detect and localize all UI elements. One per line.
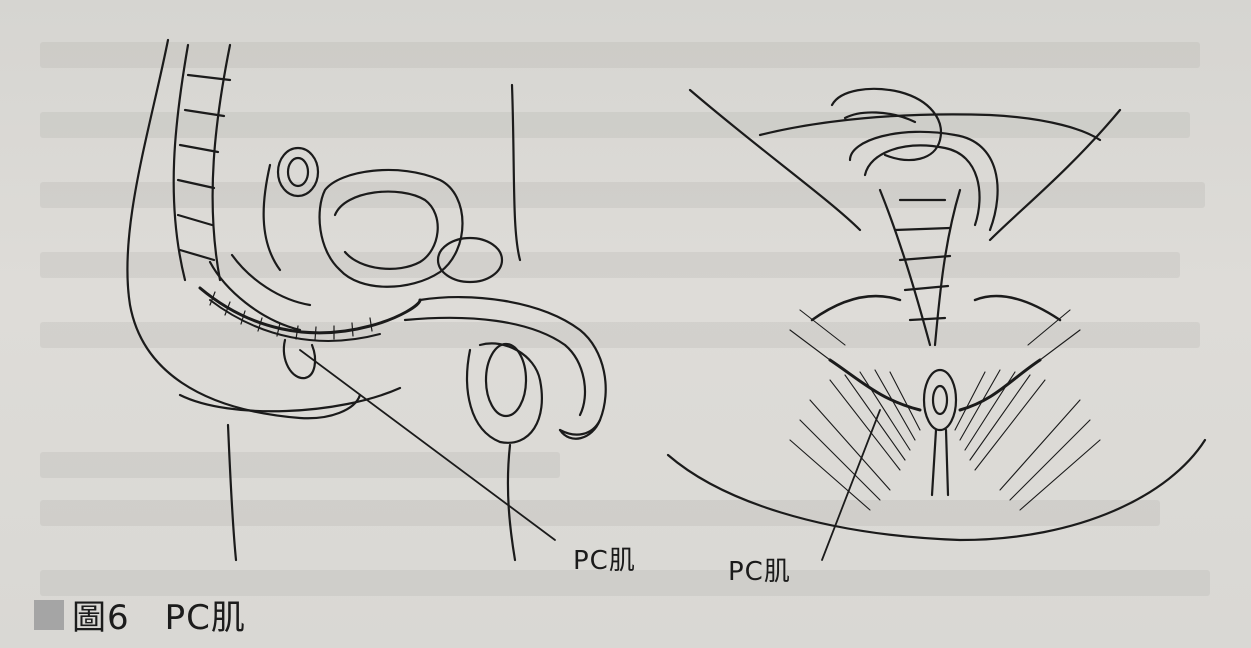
leader-line-right	[821, 409, 881, 561]
inferior-view	[666, 87, 1207, 542]
pc-muscle-label-left: PC肌	[573, 546, 636, 576]
leader-line-left	[299, 349, 556, 541]
pc-muscle-label-right: PC肌	[728, 557, 791, 587]
caption-text: 圖6 PC肌	[72, 598, 246, 638]
caption-marker-square	[34, 599, 64, 630]
figure-caption: 圖6 PC肌	[34, 590, 246, 639]
sagittal-view	[126, 38, 607, 562]
